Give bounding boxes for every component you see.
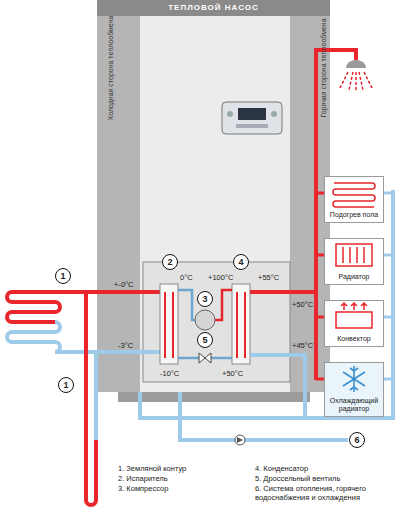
temperature-label: 0°C [180, 273, 193, 282]
circulation-pump [235, 435, 245, 445]
callout-number: 5 [197, 332, 213, 348]
box-label: Подогрев пола [327, 211, 381, 219]
return-branches [384, 193, 393, 379]
pump-cabinet [97, 0, 330, 392]
callout-number: 1 [55, 268, 71, 284]
control-panel [222, 102, 282, 134]
temperature-label: +50°C [222, 369, 243, 378]
key-entry: 6. Система отопления, горячего водоснабж… [255, 484, 405, 502]
side-caption: Холодная сторона теплообмена [107, 16, 114, 121]
box-label: Радиатор [327, 273, 381, 281]
compressor [195, 310, 215, 330]
consumer-box: Конвектор [324, 300, 384, 347]
refrigerant-suction [178, 290, 195, 320]
evaporator [160, 284, 178, 364]
ground-probe [86, 292, 96, 505]
expansion-valve [199, 353, 211, 363]
temperature-label: +50°C [292, 300, 313, 309]
consumer-box: Охлаждающий радиатор [324, 362, 384, 417]
callout-number: 3 [197, 291, 213, 307]
temperature-label: +-0°C [114, 280, 133, 289]
consumer-box: Подогрев пола [324, 176, 384, 223]
callout-number: 1 [58, 377, 74, 393]
key-entry: 1. Земляной контур [118, 464, 248, 473]
condenser [232, 284, 250, 364]
side-caption: Горячая сторона теплообмена [320, 18, 327, 117]
box-label: Конвектор [327, 335, 381, 343]
key-entry: 4. Конденсатор [255, 464, 405, 473]
key-entry: 3. Компрессор [118, 484, 248, 493]
ground-loop-supply [7, 292, 160, 322]
shower-head [340, 60, 372, 92]
cabinet-front [140, 16, 290, 392]
cabinet-base [118, 392, 310, 402]
ground-loop-return [7, 322, 160, 352]
callout-number: 4 [233, 254, 249, 270]
snowflake-icon [343, 366, 365, 392]
diagram-title: ТЕПЛОВОЙ НАСОС [97, 3, 330, 12]
cabinet-top-band [97, 0, 330, 16]
temperature-label: -3°C [118, 341, 133, 350]
radiator-icon [336, 244, 372, 266]
callout-number: 6 [349, 432, 365, 448]
key-entry: 5. Дроссельный вентиль [255, 474, 405, 483]
return-pipes [140, 190, 393, 440]
key-entry: 2. Испаритель [118, 474, 248, 483]
callout-number: 2 [162, 254, 178, 270]
refrigerant-discharge [215, 290, 232, 320]
temperature-label: +100°C [208, 273, 233, 282]
component-frame [143, 262, 290, 382]
consumer-box: Радиатор [324, 238, 384, 285]
supply-branches [316, 193, 324, 379]
temperature-label: +45°C [292, 341, 313, 350]
temperature-label: -10°C [160, 369, 179, 378]
floor-heating-icon [333, 183, 375, 207]
temperature-label: +55°C [258, 273, 279, 282]
box-label: Охлаждающий радиатор [327, 397, 381, 413]
ground-probe-return [94, 352, 98, 440]
convector-icon [336, 303, 372, 328]
